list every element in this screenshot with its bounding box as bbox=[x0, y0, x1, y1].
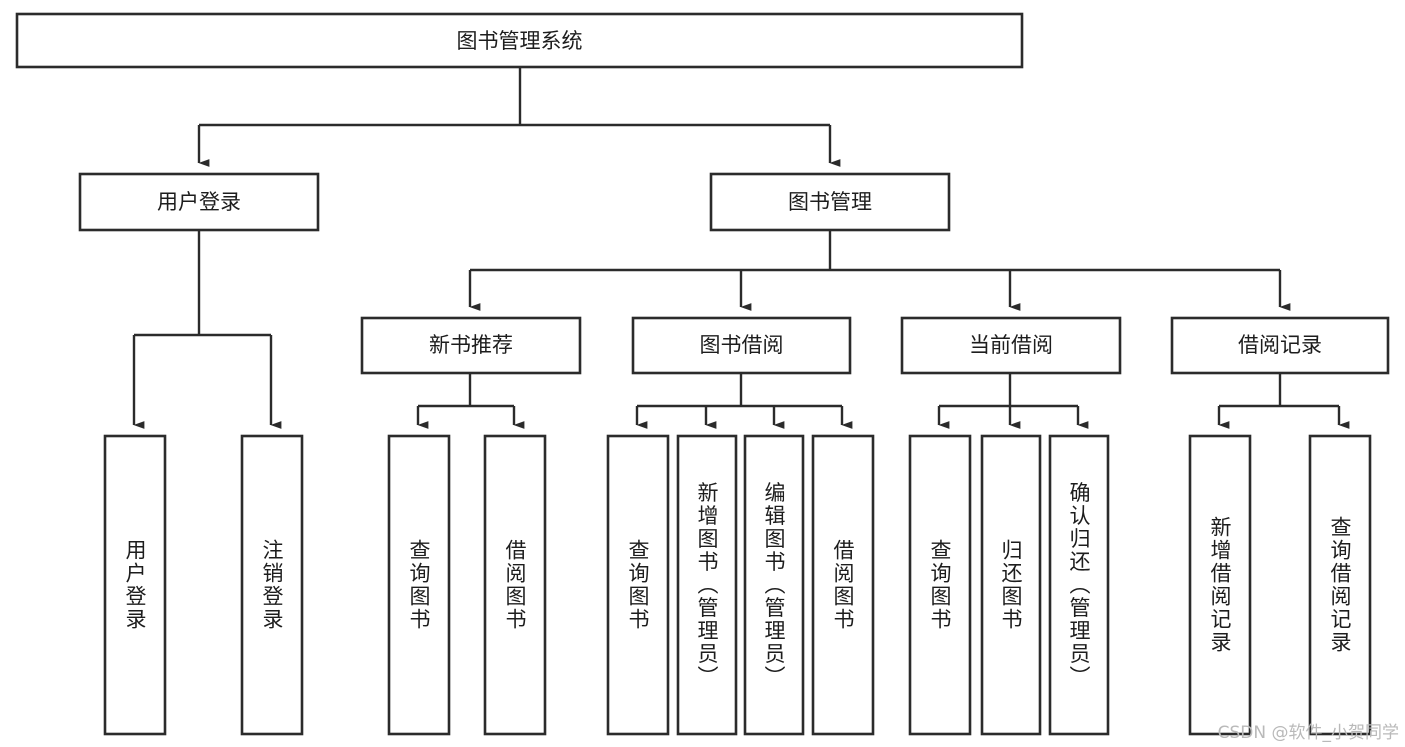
node-root-label: 图书管理系统 bbox=[457, 29, 583, 53]
node-leaf-borrow-book-box[interactable] bbox=[811, 434, 875, 736]
node-leaf-add-record-box[interactable] bbox=[1188, 434, 1252, 736]
node-leaf-return-book-label: 归还图书 bbox=[999, 539, 1023, 631]
node-leaf-add-book-label: 新增图书（管理员） bbox=[695, 482, 719, 689]
node-leaf-query-book-cur[interactable]: 查询图书 bbox=[908, 434, 972, 736]
node-book-manage-label: 图书管理 bbox=[788, 190, 872, 214]
node-leaf-return-book[interactable]: 归还图书 bbox=[980, 434, 1042, 736]
node-leaf-add-record-label: 新增借阅记录 bbox=[1208, 516, 1232, 654]
node-leaf-edit-book-label: 编辑图书（管理员） bbox=[762, 482, 786, 689]
node-user-login-box[interactable] bbox=[78, 172, 320, 232]
node-user-login[interactable]: 用户登录 bbox=[78, 172, 320, 232]
node-leaf-confirm-return[interactable]: 确认归还（管理员） bbox=[1048, 434, 1110, 736]
node-leaf-query-book-rec[interactable]: 查询图书 bbox=[387, 434, 451, 736]
node-leaf-query-record-box[interactable] bbox=[1308, 434, 1372, 736]
node-leaf-query-book-borrow-label: 查询图书 bbox=[626, 539, 650, 631]
node-borrow-record-label: 借阅记录 bbox=[1238, 333, 1322, 357]
node-leaf-add-record[interactable]: 新增借阅记录 bbox=[1188, 434, 1252, 736]
node-leaf-logout[interactable]: 注销登录 bbox=[240, 434, 304, 736]
node-leaf-logout-label: 注销登录 bbox=[260, 539, 284, 631]
node-leaf-user-login[interactable]: 用户登录 bbox=[103, 434, 167, 736]
node-borrow-record-box[interactable] bbox=[1170, 316, 1390, 375]
node-book-manage[interactable]: 图书管理 bbox=[709, 172, 951, 232]
node-leaf-user-login-box[interactable] bbox=[103, 434, 167, 736]
node-leaf-add-book-box[interactable] bbox=[676, 434, 738, 736]
node-book-borrow[interactable]: 图书借阅 bbox=[631, 316, 852, 375]
node-current-borrow[interactable]: 当前借阅 bbox=[900, 316, 1122, 375]
node-leaf-query-record[interactable]: 查询借阅记录 bbox=[1308, 434, 1372, 736]
connector-layer bbox=[132, 67, 1350, 429]
node-leaf-query-book-rec-box[interactable] bbox=[387, 434, 451, 736]
node-leaf-query-book-borrow[interactable]: 查询图书 bbox=[606, 434, 670, 736]
node-leaf-borrow-book-label: 借阅图书 bbox=[831, 539, 855, 631]
node-leaf-query-book-rec-label: 查询图书 bbox=[407, 539, 431, 631]
node-new-book-rec-label: 新书推荐 bbox=[429, 333, 513, 357]
node-leaf-confirm-return-label: 确认归还（管理员） bbox=[1067, 482, 1091, 689]
node-leaf-borrow-book-rec-box[interactable] bbox=[483, 434, 547, 736]
node-borrow-record[interactable]: 借阅记录 bbox=[1170, 316, 1390, 375]
node-leaf-query-record-label: 查询借阅记录 bbox=[1328, 516, 1352, 654]
node-current-borrow-label: 当前借阅 bbox=[969, 333, 1053, 357]
node-book-manage-box[interactable] bbox=[709, 172, 951, 232]
node-leaf-user-login-label: 用户登录 bbox=[123, 539, 147, 631]
node-leaf-add-book[interactable]: 新增图书（管理员） bbox=[676, 434, 738, 736]
node-leaf-confirm-return-box[interactable] bbox=[1048, 434, 1110, 736]
node-leaf-return-book-box[interactable] bbox=[980, 434, 1042, 736]
node-leaf-edit-book-box[interactable] bbox=[743, 434, 805, 736]
node-leaf-borrow-book[interactable]: 借阅图书 bbox=[811, 434, 875, 736]
node-book-borrow-box[interactable] bbox=[631, 316, 852, 375]
node-new-book-rec[interactable]: 新书推荐 bbox=[360, 316, 582, 375]
node-leaf-logout-box[interactable] bbox=[240, 434, 304, 736]
node-user-login-label: 用户登录 bbox=[157, 190, 241, 214]
node-leaf-query-book-cur-box[interactable] bbox=[908, 434, 972, 736]
node-book-borrow-label: 图书借阅 bbox=[700, 333, 784, 357]
node-leaf-borrow-book-rec-label: 借阅图书 bbox=[503, 539, 527, 631]
node-root-box[interactable] bbox=[15, 12, 1024, 69]
node-new-book-rec-box[interactable] bbox=[360, 316, 582, 375]
node-leaf-query-book-cur-label: 查询图书 bbox=[928, 539, 952, 631]
node-leaf-borrow-book-rec[interactable]: 借阅图书 bbox=[483, 434, 547, 736]
csdn-watermark: CSDN @软件_小贺同学 bbox=[1217, 723, 1399, 743]
node-leaf-edit-book[interactable]: 编辑图书（管理员） bbox=[743, 434, 805, 736]
node-current-borrow-box[interactable] bbox=[900, 316, 1122, 375]
node-root[interactable]: 图书管理系统 bbox=[15, 12, 1024, 69]
node-leaf-query-book-borrow-box[interactable] bbox=[606, 434, 670, 736]
